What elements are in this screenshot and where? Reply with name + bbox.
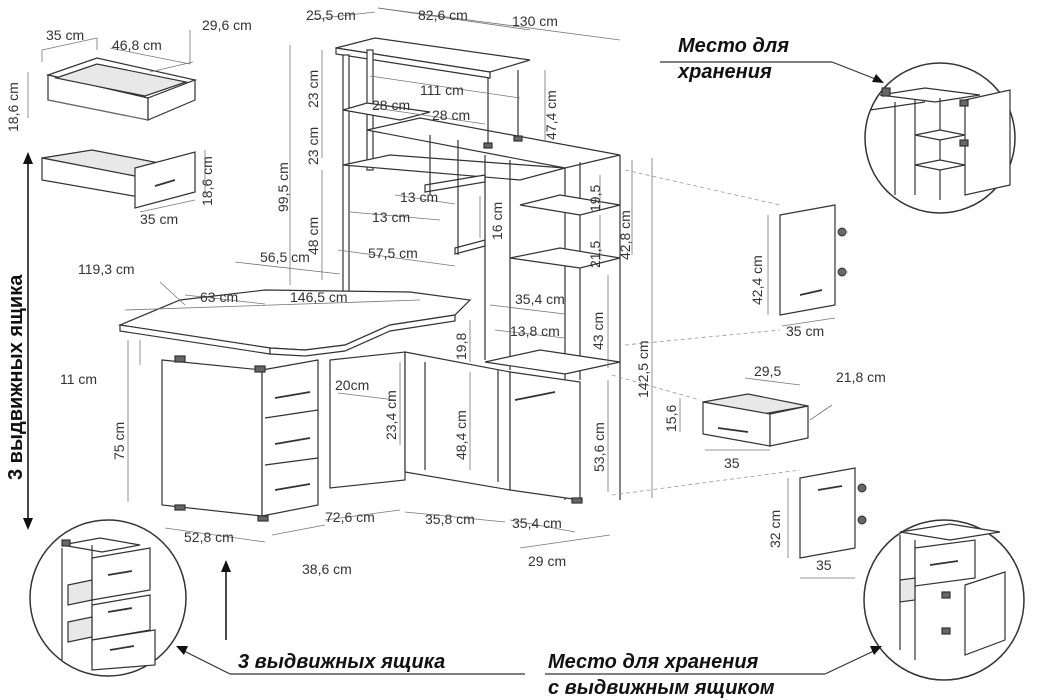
dim-23-top: 23 cm (305, 70, 321, 108)
dim-56-5: 56,5 cm (260, 249, 310, 265)
dim-48-4: 48,4 cm (453, 410, 469, 460)
dim-47-4: 47,4 cm (543, 90, 559, 140)
dim-53-6: 53,6 cm (591, 422, 607, 472)
small-drawer-height: 15,6 (663, 405, 679, 432)
dim-111: 111 cm (420, 82, 464, 98)
drawers-detail-circle (29, 519, 187, 677)
small-door-height: 32 cm (767, 510, 783, 548)
door-panel-drawing (767, 204, 848, 327)
dim-19-5: 19,5 (587, 185, 603, 212)
dim-146-5: 146,5 cm (290, 289, 348, 305)
dim-35-4-bottom: 35,4 cm (512, 515, 562, 531)
drawer-width-label: 29,6 cm (202, 17, 252, 33)
dim-23-4: 23,4 cm (383, 390, 399, 440)
storage-caption-line1: Место для (678, 35, 789, 57)
door-height-label: 42,4 cm (749, 255, 765, 305)
small-drawer-drawing (679, 377, 833, 451)
storage-drawer-detail-circle (863, 519, 1025, 681)
dim-52-8: 52,8 cm (184, 529, 234, 545)
dim-23-mid: 23 cm (305, 127, 321, 165)
dim-38-6: 38,6 cm (302, 561, 352, 577)
dim-99-5: 99,5 cm (275, 162, 291, 212)
drawer-box-drawing (27, 30, 198, 121)
drawer-open-width-label: 35 cm (140, 211, 178, 227)
dim-20: 20cm (335, 377, 369, 393)
drawer-length-label: 46,8 cm (112, 37, 162, 53)
drawer-open-height-label: 18,6 cm (199, 156, 215, 206)
dim-63: 63 cm (200, 289, 238, 305)
dim-48: 48 cm (305, 217, 321, 255)
dim-13-8: 13,8 cm (510, 323, 560, 339)
dim-43: 43 cm (590, 312, 606, 350)
dim-21-5: 21,5 (587, 241, 603, 268)
small-door-drawing (787, 467, 867, 579)
dim-13-top: 13 cm (400, 189, 438, 205)
dim-82-6: 82,6 cm (418, 7, 468, 23)
dim-130: 130 cm (512, 13, 558, 29)
dim-16: 16 cm (489, 202, 505, 240)
dim-25-5: 25,5 cm (306, 7, 356, 23)
dim-119-3: 119,3 cm (78, 261, 135, 277)
door-width-label: 35 cm (786, 323, 824, 339)
bottom-right-caption-line2: с выдвижным ящиком (548, 677, 775, 699)
side-caption-drawers: 3 выдвижных ящика (5, 274, 27, 480)
storage-caption-line2: хранения (677, 61, 772, 83)
drawer-height-label: 18,6 cm (5, 82, 21, 132)
dim-42-8: 42,8 cm (617, 210, 633, 260)
dim-35-4-top: 35,4 cm (515, 291, 565, 307)
dim-13-bottom: 13 cm (372, 209, 410, 225)
dim-28-left: 28 cm (372, 97, 410, 113)
dim-19-8: 19,8 (453, 333, 469, 360)
small-drawer-front-width: 35 (724, 455, 740, 471)
storage-detail-circle (864, 62, 1016, 214)
bottom-caption-drawers: 3 выдвижных ящика (238, 651, 445, 673)
small-door-width: 35 (816, 557, 832, 573)
small-drawer-depth: 29,5 (754, 363, 781, 379)
bottom-right-caption-line1: Место для хранения (548, 651, 759, 673)
dimension-lines (124, 7, 801, 549)
dim-75: 75 cm (111, 422, 127, 460)
dim-72-6: 72,6 cm (325, 509, 375, 525)
dim-11: 11 cm (60, 371, 97, 387)
dim-142-5: 142,5 cm (635, 340, 651, 398)
drawer-open-drawing (41, 149, 206, 213)
dim-35-8: 35,8 cm (425, 511, 475, 527)
small-drawer-width: 21,8 cm (836, 369, 886, 385)
dim-57-5: 57,5 cm (368, 245, 418, 261)
drawer-depth-label: 35 cm (46, 27, 84, 43)
dim-29: 29 cm (528, 553, 566, 569)
main-desk-drawing (117, 37, 621, 522)
dim-28-right: 28 cm (432, 107, 470, 123)
